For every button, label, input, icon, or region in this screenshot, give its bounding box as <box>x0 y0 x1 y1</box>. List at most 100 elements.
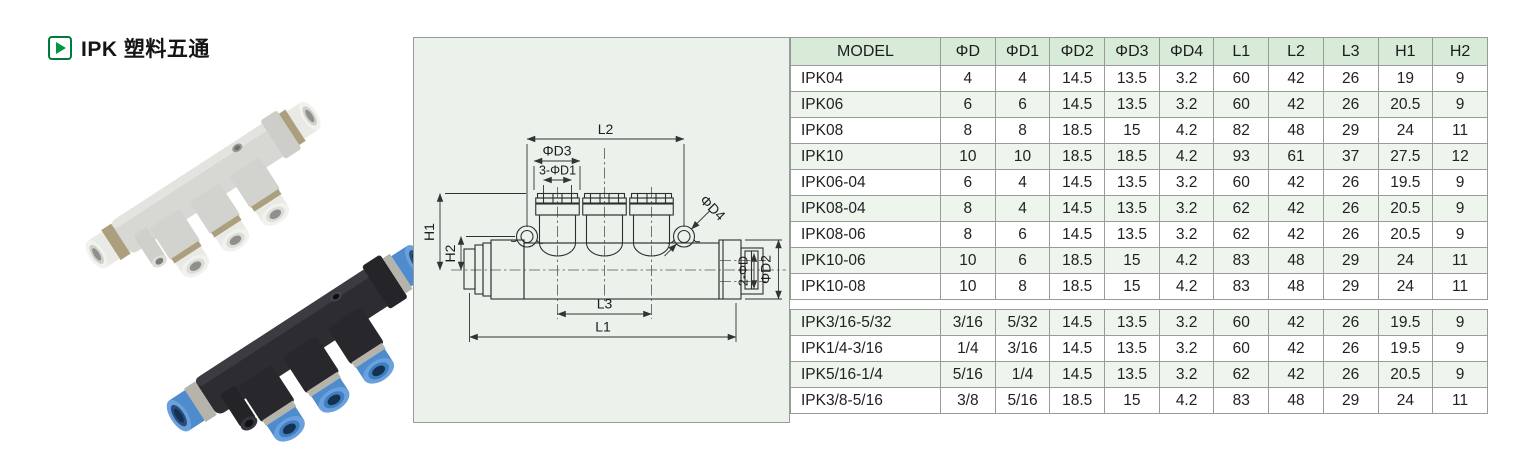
value-cell: 14.5 <box>1049 221 1106 248</box>
value-cell: 60 <box>1213 91 1270 118</box>
model-cell: IPK10-06 <box>790 247 941 274</box>
value-cell: 24 <box>1377 117 1434 144</box>
value-cell: 24 <box>1377 387 1434 414</box>
value-cell: 4.2 <box>1158 143 1215 170</box>
value-cell: 37 <box>1322 143 1379 170</box>
value-cell: 15 <box>1104 273 1160 300</box>
value-cell: 4.2 <box>1158 387 1215 414</box>
value-cell: 29 <box>1322 387 1379 414</box>
value-cell: 13.5 <box>1104 169 1160 196</box>
value-cell: 1/4 <box>940 335 996 362</box>
value-cell: 18.5 <box>1049 273 1106 300</box>
value-cell: 5/16 <box>994 387 1051 414</box>
value-cell: 3.2 <box>1158 169 1215 196</box>
value-cell: 62 <box>1213 221 1270 248</box>
value-cell: 10 <box>940 247 996 274</box>
column-header: L3 <box>1322 37 1379 66</box>
product-photos <box>55 72 440 457</box>
value-cell: 29 <box>1322 117 1379 144</box>
column-header: ΦD4 <box>1158 37 1215 66</box>
dim-label-l2: L2 <box>598 121 614 137</box>
model-cell: IPK04 <box>790 65 941 92</box>
value-cell: 29 <box>1322 273 1379 300</box>
value-cell: 42 <box>1268 361 1324 388</box>
column-header: L2 <box>1268 37 1324 66</box>
value-cell: 4.2 <box>1158 273 1215 300</box>
value-cell: 20.5 <box>1377 91 1434 118</box>
value-cell: 26 <box>1322 65 1379 92</box>
value-cell: 48 <box>1268 117 1324 144</box>
value-cell: 9 <box>1432 169 1488 196</box>
value-cell: 3/16 <box>994 335 1051 362</box>
value-cell: 3.2 <box>1158 91 1215 118</box>
value-cell: 14.5 <box>1049 361 1106 388</box>
value-cell: 8 <box>940 221 996 248</box>
value-cell: 14.5 <box>1049 169 1106 196</box>
value-cell: 20.5 <box>1377 361 1434 388</box>
model-cell: IPK08-04 <box>790 195 941 222</box>
value-cell: 27.5 <box>1377 143 1434 170</box>
value-cell: 13.5 <box>1104 309 1160 336</box>
value-cell: 18.5 <box>1049 117 1106 144</box>
white-port-group <box>150 158 290 278</box>
column-header: H1 <box>1377 37 1434 66</box>
value-cell: 3.2 <box>1158 335 1215 362</box>
value-cell: 4 <box>994 195 1051 222</box>
value-cell: 42 <box>1268 65 1324 92</box>
value-cell: 19 <box>1377 65 1434 92</box>
value-cell: 18.5 <box>1049 247 1106 274</box>
value-cell: 62 <box>1213 361 1270 388</box>
value-cell: 13.5 <box>1104 361 1160 388</box>
value-cell: 9 <box>1432 335 1488 362</box>
value-cell: 3.2 <box>1158 221 1215 248</box>
column-header: ΦD3 <box>1104 37 1160 66</box>
value-cell: 3.2 <box>1158 309 1215 336</box>
diagram-panel: L2 ΦD3 3-ΦD1 H1 H2 ΦD4 <box>413 37 790 423</box>
value-cell: 13.5 <box>1104 221 1160 248</box>
value-cell: 15 <box>1104 117 1160 144</box>
model-cell: IPK08 <box>790 117 941 144</box>
page-title: IPK 塑料五通 <box>81 38 210 61</box>
value-cell: 83 <box>1213 387 1270 414</box>
value-cell: 14.5 <box>1049 91 1106 118</box>
value-cell: 6 <box>940 91 996 118</box>
column-header: MODEL <box>790 37 941 66</box>
model-cell: IPK3/16-5/32 <box>790 309 941 336</box>
dimension-lines: L2 ΦD3 3-ΦD1 H1 H2 ΦD4 <box>421 121 782 342</box>
value-cell: 60 <box>1213 309 1270 336</box>
dim-label-h2: H2 <box>442 244 458 262</box>
value-cell: 3.2 <box>1158 65 1215 92</box>
value-cell: 19.5 <box>1377 335 1434 362</box>
product-photos-svg <box>85 101 430 442</box>
model-cell: IPK3/8-5/16 <box>790 387 941 414</box>
value-cell: 5/32 <box>994 309 1051 336</box>
value-cell: 83 <box>1213 247 1270 274</box>
value-cell: 48 <box>1268 387 1324 414</box>
value-cell: 42 <box>1268 309 1324 336</box>
section-header: IPK 塑料五通 <box>48 33 210 63</box>
value-cell: 11 <box>1432 273 1488 300</box>
value-cell: 4 <box>994 169 1051 196</box>
value-cell: 8 <box>994 273 1051 300</box>
value-cell: 26 <box>1322 195 1379 222</box>
value-cell: 93 <box>1213 143 1270 170</box>
value-cell: 11 <box>1432 387 1488 414</box>
value-cell: 42 <box>1268 169 1324 196</box>
value-cell: 42 <box>1268 91 1324 118</box>
value-cell: 42 <box>1268 195 1324 222</box>
value-cell: 83 <box>1213 273 1270 300</box>
value-cell: 4.2 <box>1158 247 1215 274</box>
dim-label-l3: L3 <box>597 296 613 312</box>
value-cell: 13.5 <box>1104 65 1160 92</box>
value-cell: 82 <box>1213 117 1270 144</box>
